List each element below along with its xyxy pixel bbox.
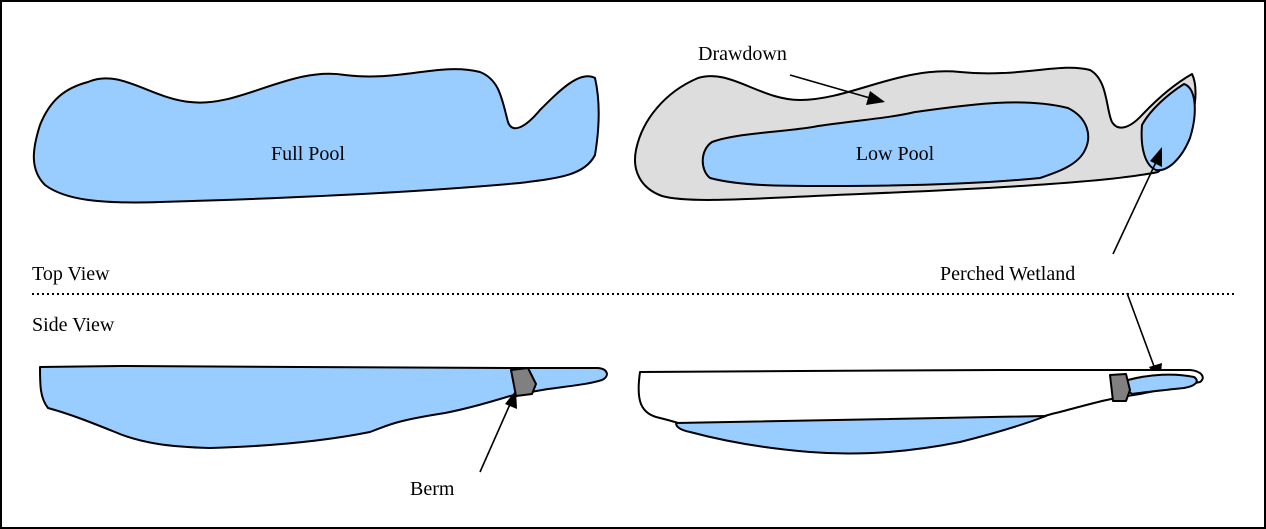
berm-arrow: [480, 402, 511, 472]
drawdown-arrow: [790, 75, 870, 98]
low-pool-side-shape: [676, 416, 1046, 454]
full-pool-top-shape: [34, 69, 599, 202]
perched-wetland-side-shape: [1126, 375, 1197, 394]
perched-wetland-arrow-side: [1127, 293, 1155, 369]
full-pool-label: Full Pool: [271, 143, 345, 165]
top-view-label: Top View: [32, 263, 110, 285]
berm-right-shape: [1110, 374, 1130, 401]
side-view-label: Side View: [32, 314, 115, 336]
perched-wetland-top-shape: [1142, 84, 1195, 170]
berm-label: Berm: [410, 478, 455, 500]
low-pool-label: Low Pool: [856, 143, 935, 165]
drawdown-label: Drawdown: [698, 43, 787, 65]
perched-wetland-label: Perched Wetland: [940, 263, 1075, 285]
